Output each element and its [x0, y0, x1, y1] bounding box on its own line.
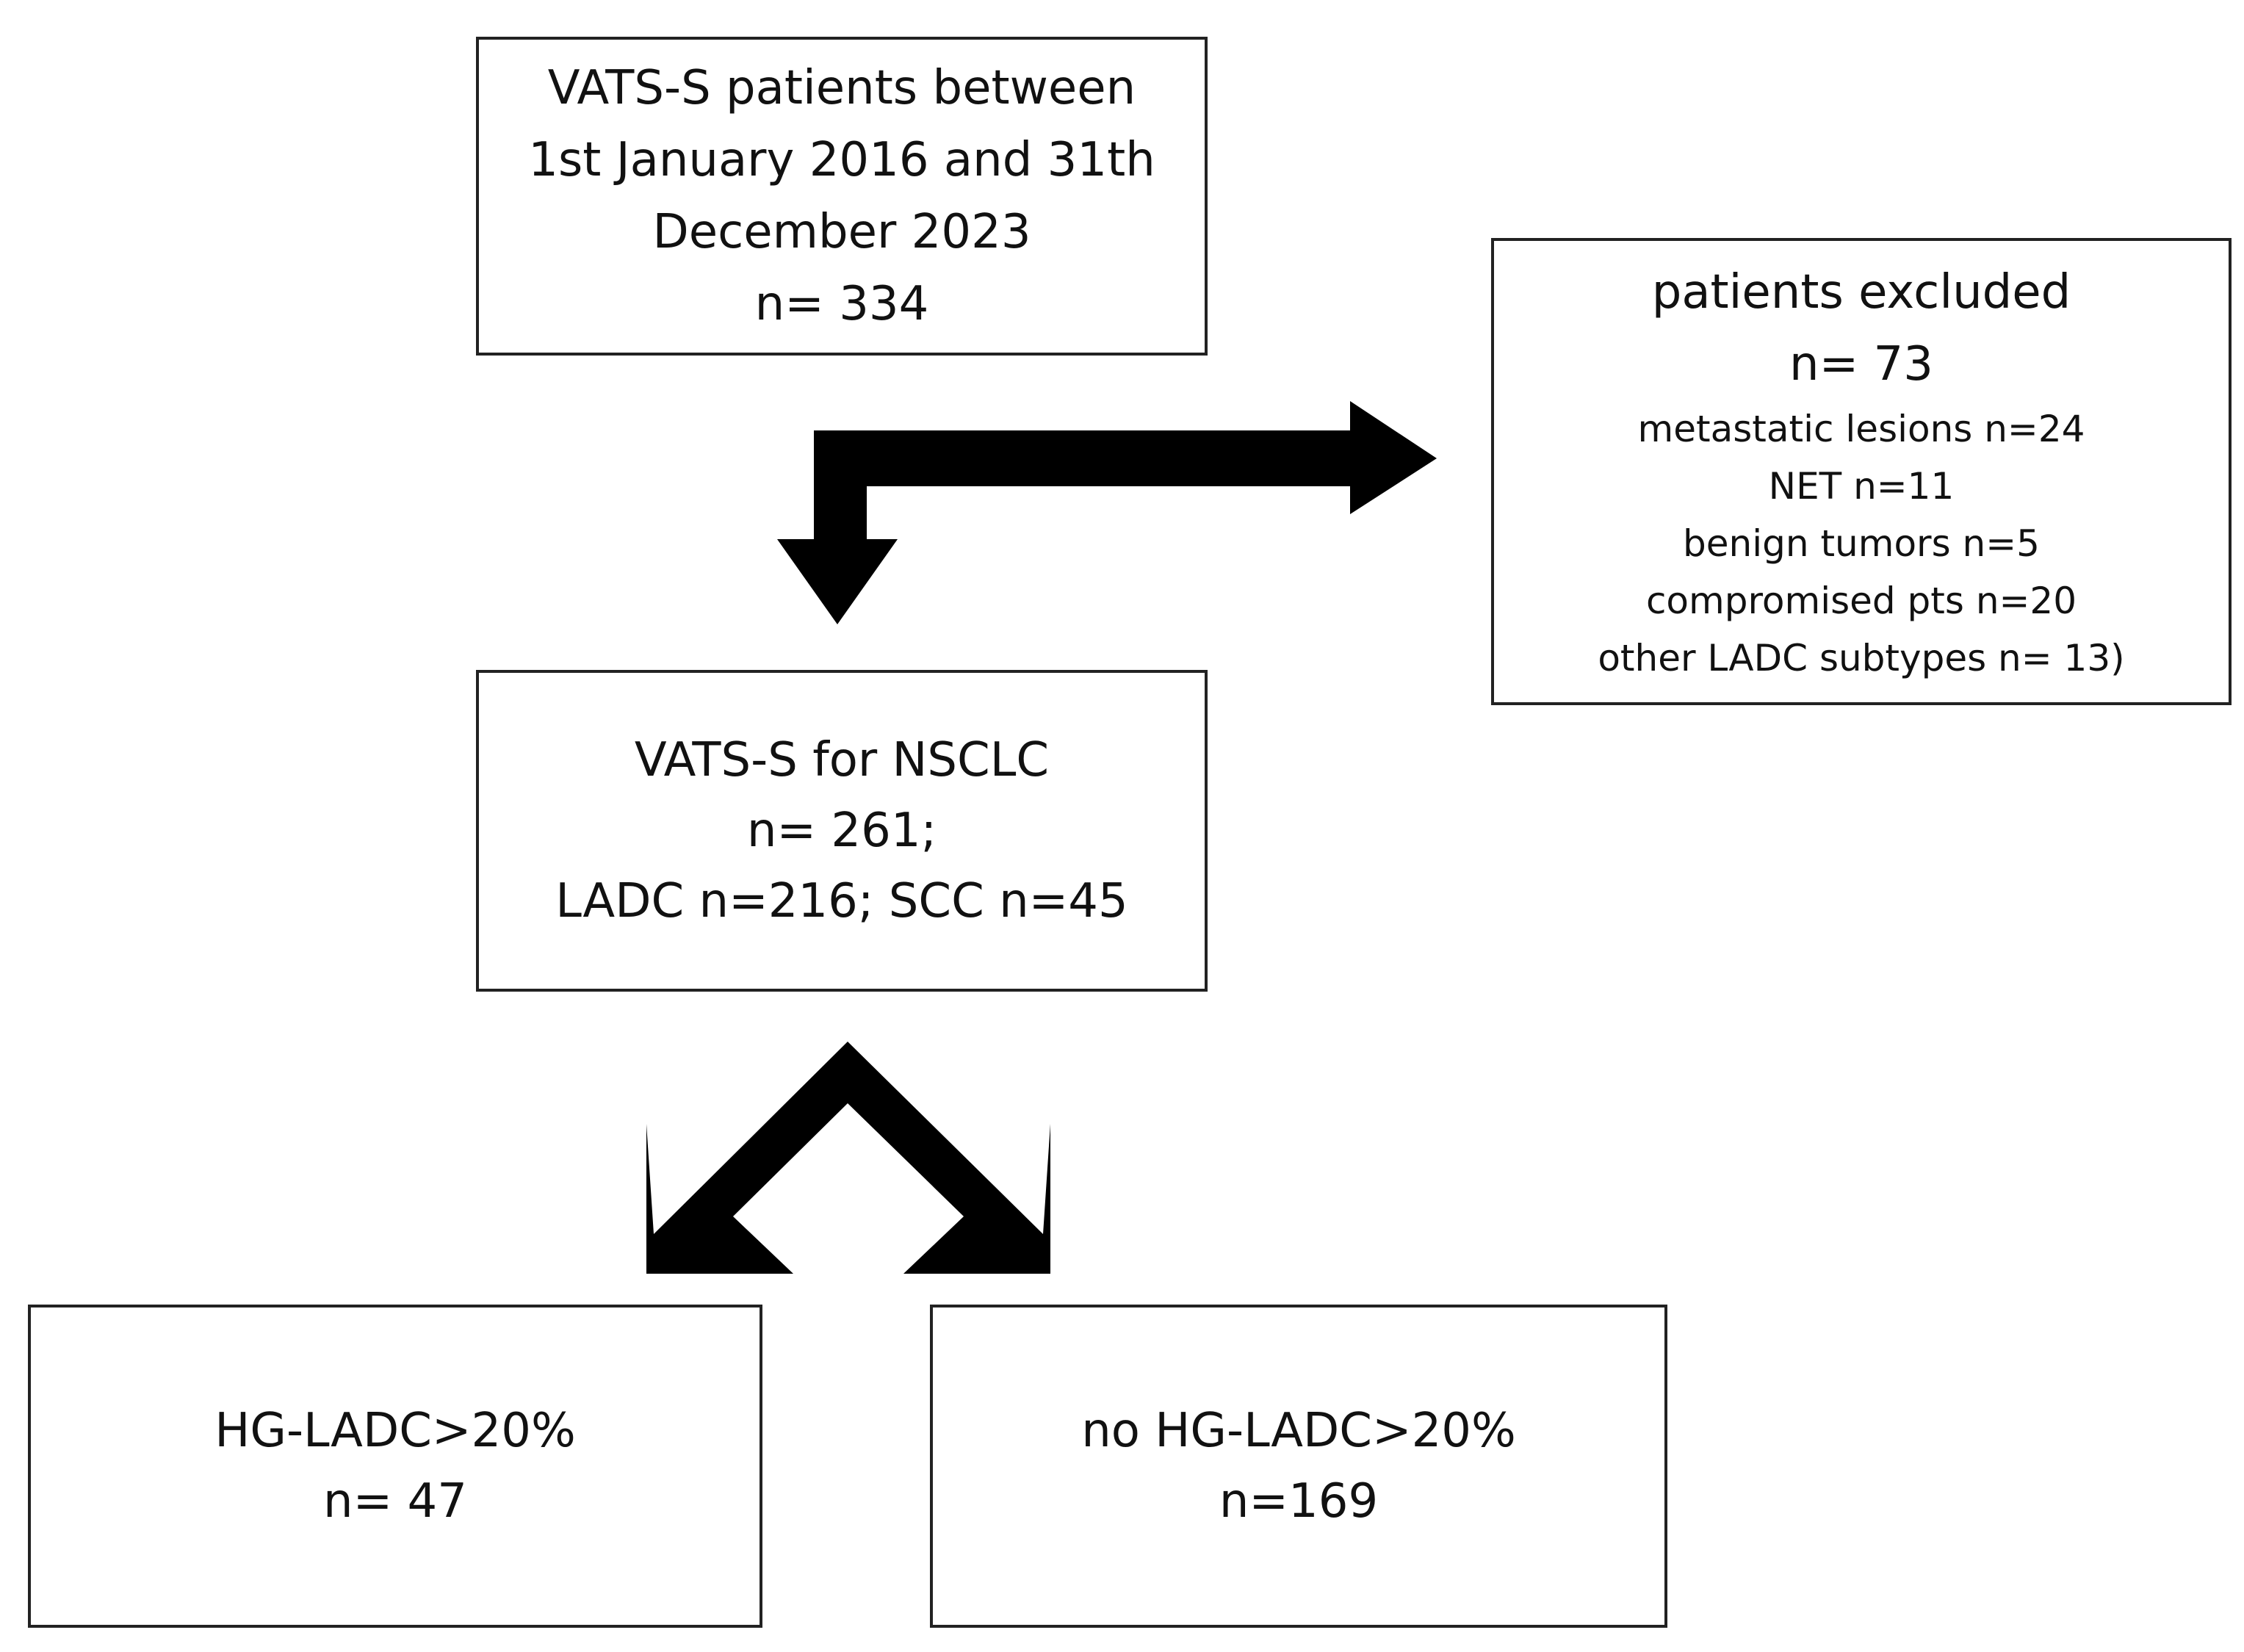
no-hg-ladc-box: no HG-LADC>20% n=169 [930, 1305, 1667, 1628]
start-line-3: December 2023 [652, 205, 1031, 259]
nsclc-line-3: LADC n=216; SCC n=45 [555, 874, 1128, 928]
start-line-1: VATS-S patients between [547, 61, 1136, 115]
hg-line-2: n= 47 [323, 1474, 467, 1529]
no-hg-line-1: no HG-LADC>20% [1081, 1404, 1516, 1458]
excluded-title: patients excluded [1651, 265, 2071, 320]
excluded-box: patients excluded n= 73 metastatic lesio… [1491, 238, 2232, 705]
excluded-item: metastatic lesions n=24 [1637, 408, 2085, 450]
excluded-item: other LADC subtypes n= 13) [1598, 637, 2125, 679]
diverge-arrow [646, 1042, 1050, 1274]
no-hg-line-2: n=169 [1219, 1474, 1379, 1529]
nsclc-box: VATS-S for NSCLC n= 261; LADC n=216; SCC… [476, 670, 1208, 992]
excluded-count: n= 73 [1789, 337, 1933, 392]
excluded-item: NET n=11 [1768, 465, 1955, 508]
excluded-item: compromised pts n=20 [1645, 580, 2077, 622]
start-line-4: n= 334 [754, 277, 929, 331]
split-arrow [777, 401, 1437, 624]
start-line-2: 1st January 2016 and 31th [528, 133, 1155, 187]
nsclc-line-1: VATS-S for NSCLC [634, 733, 1050, 787]
excluded-item: benign tumors n=5 [1683, 522, 2040, 565]
hg-line-1: HG-LADC>20% [214, 1404, 576, 1458]
nsclc-line-2: n= 261; [746, 804, 937, 858]
hg-ladc-box: HG-LADC>20% n= 47 [28, 1305, 762, 1628]
cohort-start-box: VATS-S patients between 1st January 2016… [476, 37, 1208, 356]
